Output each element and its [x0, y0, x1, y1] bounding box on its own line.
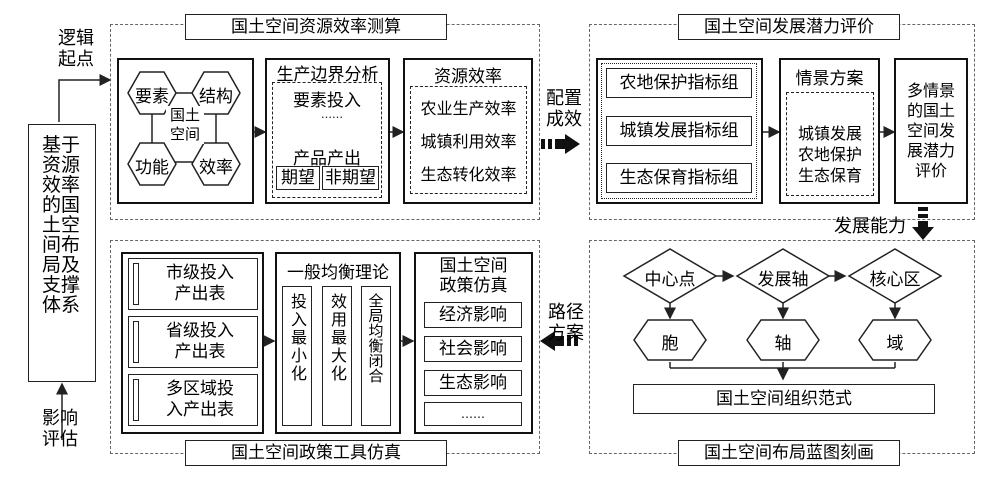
resource-title: 资源效率 — [434, 67, 502, 87]
hex-center-label: 国土 空间 — [166, 106, 204, 144]
potential-panel-title: 国土空间发展潜力评价 — [678, 14, 900, 40]
indicator-urban: 城镇发展指标组 — [606, 116, 752, 146]
efficiency-panel-title: 国土空间资源效率测算 — [185, 14, 447, 40]
resource-item-urban: 城镇利用效率 — [420, 132, 517, 151]
hex-cluster — [127, 71, 241, 186]
potential-result-box: 多情景的国土空间发展潜力评价 — [894, 58, 968, 204]
scenario-ecology: 生态保育 — [797, 166, 862, 185]
left-axis-label: 基于资源效率的国土空间布局及支撑体系 — [41, 134, 80, 316]
equilibrium-box — [275, 252, 401, 434]
path-arrow — [540, 331, 578, 351]
equilibrium-col-closure: 全局均衡闭合 — [361, 286, 391, 426]
undesired-output-box: 非期望 — [322, 166, 379, 190]
simulation-box — [414, 252, 533, 434]
policy-panel-title: 国土空间政策工具仿真 — [185, 440, 447, 466]
hex-label-axis: 轴 — [774, 334, 792, 354]
indicator-frame — [596, 58, 763, 204]
scenario-inner — [786, 92, 874, 196]
hex-frame — [117, 58, 254, 204]
diamond-label-core: 核心区 — [869, 270, 921, 290]
hex-label-structure: 结构 — [199, 87, 233, 107]
hex-efficiency — [191, 142, 241, 186]
scenario-box — [779, 58, 880, 204]
config-arrow — [541, 134, 580, 154]
sim-social: 社会影响 — [424, 336, 522, 362]
hex-domain — [858, 319, 932, 361]
capacity-label: 发展能力 — [834, 216, 906, 237]
frontier-input: 要素投入 — [293, 91, 361, 111]
resource-item-agri: 农业生产效率 — [420, 99, 517, 118]
equilibrium-col-min: 投入最小化 — [282, 286, 312, 426]
config-effect-label: 配置 成效 — [546, 88, 582, 130]
io-table-city: 市级投入 产出表 — [128, 258, 258, 310]
equilibrium-col-max: 效用最大化 — [322, 286, 352, 426]
sim-economic: 经济影响 — [424, 302, 522, 328]
diamond-center-point — [622, 248, 718, 304]
hex-element — [127, 71, 177, 115]
hex-function — [127, 142, 177, 186]
blueprint-graphic — [622, 248, 943, 381]
io-table-multiregion: 多区域投 入产出表 — [128, 374, 258, 426]
scenario-title: 情景方案 — [795, 69, 864, 89]
diamond-label-axis: 发展轴 — [757, 270, 809, 290]
resource-item-eco: 生态转化效率 — [420, 165, 517, 184]
capacity-arrow — [912, 207, 934, 240]
left-axis-box: 基于资源效率的国土空间布局及支撑体系 — [28, 124, 96, 382]
frontier-output: 产品产出 — [293, 149, 361, 169]
hex-structure — [191, 71, 241, 115]
hex-label-element: 要素 — [135, 87, 169, 107]
hex-label-function: 功能 — [135, 158, 169, 178]
frontier-dots: …… — [321, 108, 343, 121]
resource-inner — [410, 86, 527, 194]
hex-label-efficiency: 效率 — [199, 158, 233, 178]
scenario-farmland: 农地保护 — [797, 145, 862, 164]
hex-axis — [746, 319, 820, 361]
indicator-ecology: 生态保育指标组 — [606, 163, 752, 193]
indicator-farmland: 农地保护指标组 — [606, 68, 752, 98]
hex-cell — [633, 319, 707, 361]
scenario-urban: 城镇发展 — [797, 124, 862, 143]
hex-label-domain: 域 — [886, 334, 904, 354]
frontier-title: 生产边界分析 — [276, 65, 379, 85]
diamond-label-center: 中心点 — [644, 270, 696, 290]
logic-start-arrow — [58, 74, 112, 122]
sim-more: …… — [424, 402, 522, 426]
path-plan-label: 路径 方案 — [548, 302, 584, 344]
io-table-frame — [121, 252, 264, 434]
hex-label-cell: 胞 — [661, 334, 679, 354]
diamond-axis — [735, 248, 831, 304]
impact-eval-note: 影响 评估 — [42, 408, 78, 450]
io-table-province: 省级投入 产出表 — [128, 316, 258, 368]
frontier-box — [265, 58, 390, 204]
paradigm-box: 国土空间组织范式 — [633, 384, 935, 414]
simulation-title: 国土空间 政策仿真 — [439, 256, 508, 296]
potential-result-text: 多情景的国土空间发展潜力评价 — [906, 81, 955, 180]
blueprint-panel-title: 国土空间布局蓝图刻画 — [678, 440, 900, 466]
diamond-core-area — [847, 248, 943, 304]
indicator-dotted — [601, 63, 757, 199]
sim-ecological: 生态影响 — [424, 370, 522, 396]
logic-start-note: 逻辑 起点 — [58, 28, 94, 70]
resource-box — [403, 58, 533, 204]
desired-output-box: 期望 — [276, 166, 320, 190]
equilibrium-title: 一般均衡理论 — [287, 263, 389, 283]
